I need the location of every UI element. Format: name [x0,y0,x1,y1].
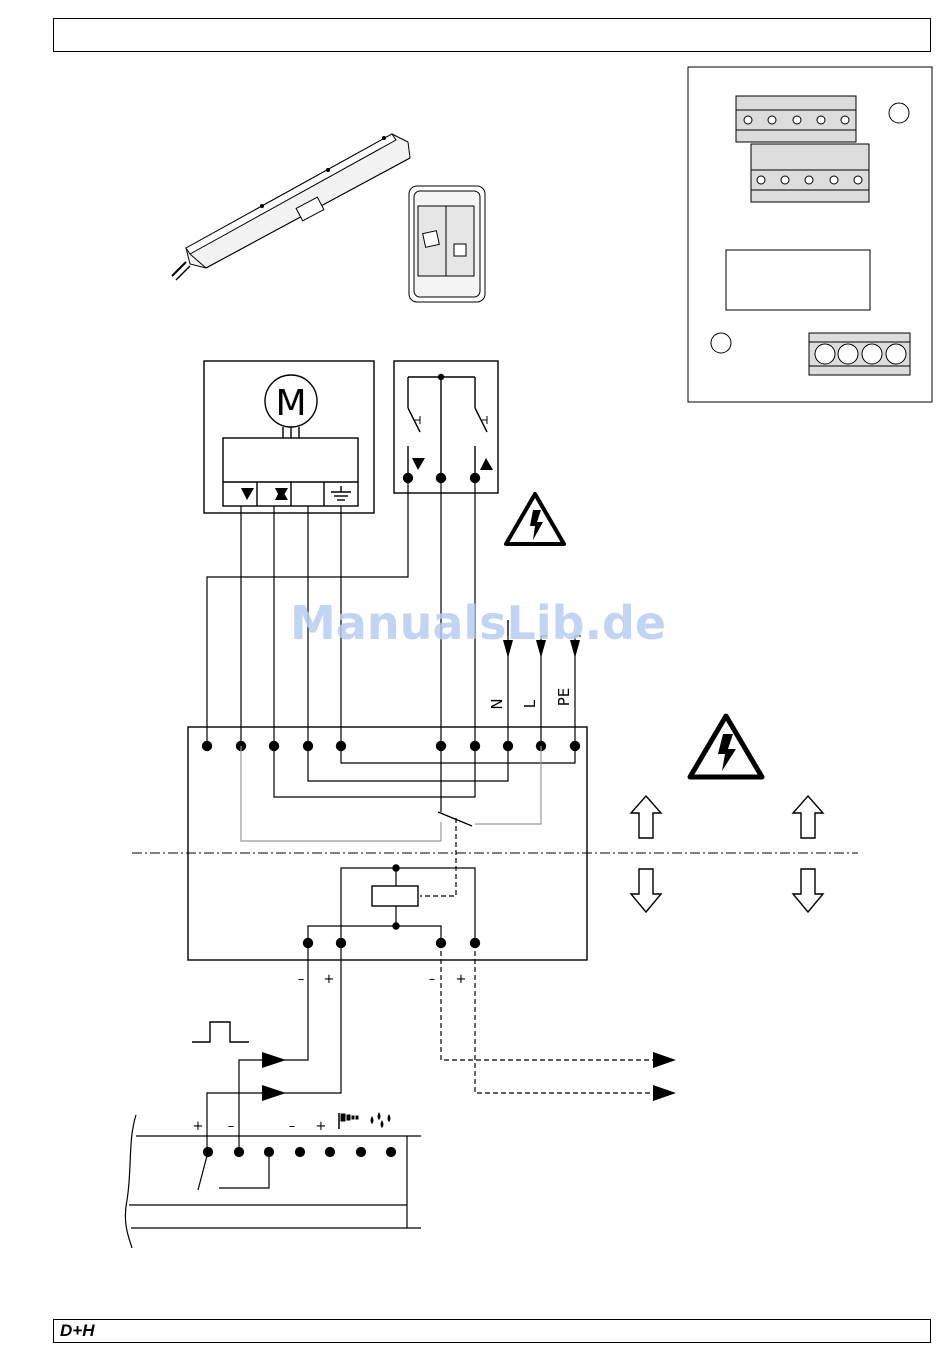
mains-arrow-icons [503,636,581,658]
motor-symbol: M [275,383,306,424]
lower-terminal-label: + [193,1119,204,1134]
brand-logo: D+H [60,1321,94,1341]
mains-label-n: N [488,698,506,709]
wall-switch-illustration [409,186,485,302]
lower-terminal-label: – [289,1119,296,1134]
control-terminal-label: – [298,972,305,987]
switch-block [394,361,498,493]
control-terminal-label: + [324,972,335,987]
footer-bar: D+H [53,1319,931,1343]
lower-unit-block [125,1115,421,1248]
arrow-down-icon [793,869,823,912]
chain-actuator-illustration [172,134,410,280]
wind-sensor-icon [339,1113,358,1129]
control-terminal-label: + [456,972,467,987]
lower-terminal-label: + [316,1119,327,1134]
control-terminal-label: – [429,972,436,987]
arrow-down-icon [631,869,661,912]
warning-high-voltage-icon [690,716,762,777]
arrow-up-icon [631,796,661,838]
mains-label-pe: PE [555,688,573,707]
lower-terminal-label: – [228,1119,235,1134]
pulse-signal-icon [192,1022,249,1042]
signal-arrow-icons [262,1052,676,1101]
module-layout-diagram [688,67,932,402]
rain-sensor-icon [371,1112,391,1128]
arrow-up-icon [793,796,823,838]
mains-label-l: L [521,699,539,708]
controller-block [188,727,587,960]
warning-high-voltage-icon [506,494,564,544]
